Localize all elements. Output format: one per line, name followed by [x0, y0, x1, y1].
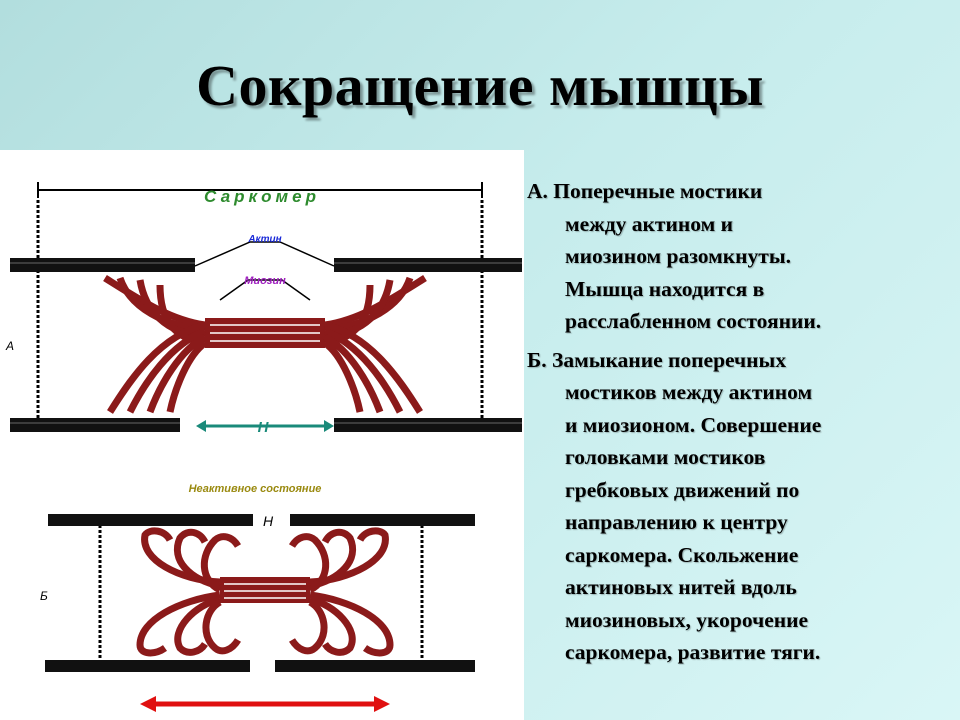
- actin-pointer: [194, 241, 335, 267]
- paragraph-b: Б. Замыкание поперечных мостиков между а…: [527, 344, 957, 669]
- paragraph-b-line: миозиновых, укорочение: [565, 607, 809, 632]
- paragraph-a-line: миозином разомкнуты.: [565, 244, 792, 268]
- paragraph-a: А. Поперечные мостики между актином и ми…: [527, 175, 957, 338]
- actin-filament-upper-right: [334, 258, 522, 272]
- actin-upper-right-b: [290, 514, 475, 526]
- paragraph-b-line: головками мостиков: [565, 445, 766, 469]
- description-text: А. Поперечные мостики между актином и ми…: [527, 175, 957, 675]
- paragraph-b-line: гребковых движений по: [565, 477, 800, 502]
- paragraph-b-line: актиновых нитей вдоль: [565, 575, 797, 599]
- actin-lower-right-b: [275, 660, 475, 672]
- paragraph-a-line: расслабленном состоянии.: [565, 309, 822, 333]
- myosin-label: Миозин: [244, 275, 286, 287]
- actin-lower-left-b: [45, 660, 250, 672]
- inactive-state-label: Неактивное состояние: [189, 483, 322, 495]
- myosin-bundle-b: [136, 527, 394, 657]
- paragraph-b-line: саркомера. Скольжение: [565, 542, 799, 567]
- paragraph-b-line: саркомера, развитие тяги.: [565, 640, 821, 664]
- myosin-bundle-a: [103, 275, 427, 414]
- paragraph-b-first-line: Б. Замыкание поперечных: [527, 347, 787, 372]
- sarcomere-label: Саркомер: [204, 187, 320, 206]
- paragraph-b-line: и миозионом. Совершение: [565, 412, 822, 437]
- sarcomere-diagram: Саркомер Актин Миозин: [5, 182, 522, 712]
- myosin-pointer: [219, 279, 311, 301]
- diagram-b: Неактивное состояние H: [40, 483, 475, 712]
- actin-filament-lower-left: [10, 418, 180, 432]
- paragraph-b-line: мостиков между актином: [565, 380, 813, 404]
- label-a: А: [5, 339, 14, 353]
- diagram-a: Саркомер Актин Миозин: [5, 182, 522, 436]
- sarcomere-figure: Саркомер Актин Миозин: [0, 150, 524, 720]
- paragraph-a-first-line: А. Поперечные мостики: [527, 179, 763, 203]
- label-b: Б: [40, 589, 48, 603]
- h-zone-label-a: H: [258, 419, 270, 436]
- actin-label: Актин: [247, 234, 281, 245]
- paragraph-a-line: между актином и: [565, 211, 734, 236]
- slide-title: Сокращение мышцы: [196, 53, 764, 118]
- paragraph-b-line: направлению к центру: [565, 510, 788, 534]
- actin-filament-lower-right: [334, 418, 522, 432]
- paragraph-a-line: Мышца находится в: [565, 276, 765, 301]
- h-zone-label-b: H: [263, 513, 274, 529]
- actin-upper-left-b: [48, 514, 253, 526]
- actin-filament-upper-left: [10, 258, 195, 272]
